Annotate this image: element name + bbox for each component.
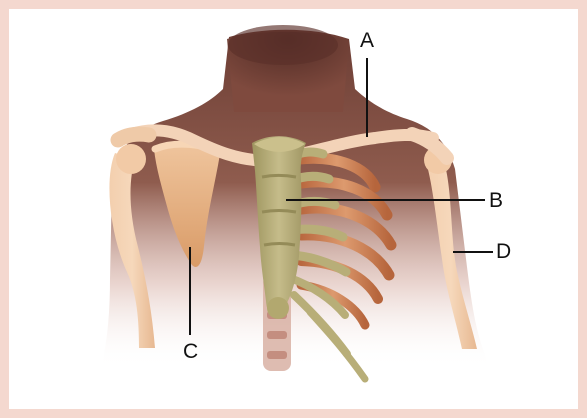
label-b: B [489, 190, 503, 211]
figure-frame: A B C D [9, 9, 578, 409]
label-c: C [183, 341, 198, 362]
label-d: D [496, 241, 511, 262]
label-a: A [360, 30, 374, 51]
